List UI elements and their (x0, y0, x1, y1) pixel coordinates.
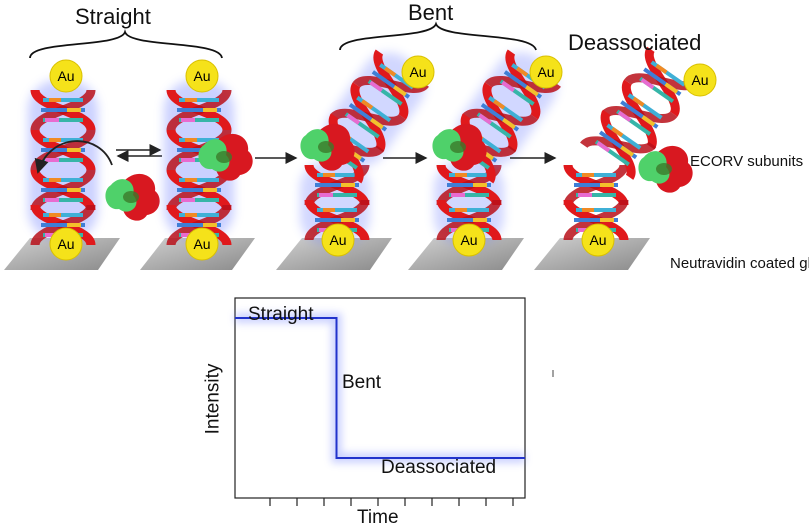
straight-brace (29, 29, 223, 59)
bent-brace (339, 21, 537, 51)
svg-text:Au: Au (193, 68, 210, 84)
au-bead-1-top: Au (49, 59, 83, 93)
x-axis-ticks (269, 498, 514, 506)
au-bead-4-top: Au (529, 55, 563, 89)
svg-text:Au: Au (691, 72, 708, 88)
x-axis-label: Time (357, 507, 399, 528)
svg-text:Au: Au (57, 68, 74, 84)
plot-label-deassociated: Deassociated (381, 457, 497, 478)
au-bead-5-bottom: Au (581, 223, 615, 257)
label-bent: Bent (408, 0, 454, 25)
dna-deassociated (568, 49, 697, 240)
dna-straight-1 (28, 80, 98, 245)
svg-text:Au: Au (409, 64, 426, 80)
plot-label-straight: Straight (248, 304, 314, 325)
label-surface: Neutravidin coated glass (670, 255, 809, 272)
svg-text:Au: Au (589, 232, 606, 248)
au-bead-3-top: Au (401, 55, 435, 89)
au-bead-2-top: Au (185, 59, 219, 93)
svg-text:Au: Au (329, 232, 346, 248)
au-bead-3-bottom: Au (321, 223, 355, 257)
dna-straight-2 (164, 80, 253, 245)
enzyme-free-1 (105, 173, 160, 221)
dna-bent-2 (432, 42, 567, 245)
intensity-trace (235, 317, 525, 459)
svg-text:Au: Au (460, 232, 477, 248)
y-axis-label: Intensity (202, 363, 224, 435)
plot-label-bent: Bent (342, 372, 382, 393)
label-straight: Straight (75, 4, 151, 29)
au-bead-4-bottom: Au (452, 223, 486, 257)
plot-frame (234, 297, 526, 499)
dna-bent-1 (300, 42, 436, 245)
svg-text:Au: Au (57, 236, 74, 252)
svg-text:Au: Au (193, 236, 210, 252)
au-bead-1-bottom: Au (49, 227, 83, 261)
au-bead-2-bottom: Au (185, 227, 219, 261)
svg-text:Au: Au (537, 64, 554, 80)
au-bead-5-top: Au (683, 63, 717, 97)
label-enzyme: ECORV subunits (690, 153, 804, 170)
label-deassociated: Deassociated (568, 30, 702, 55)
bend-arrow (34, 140, 113, 174)
